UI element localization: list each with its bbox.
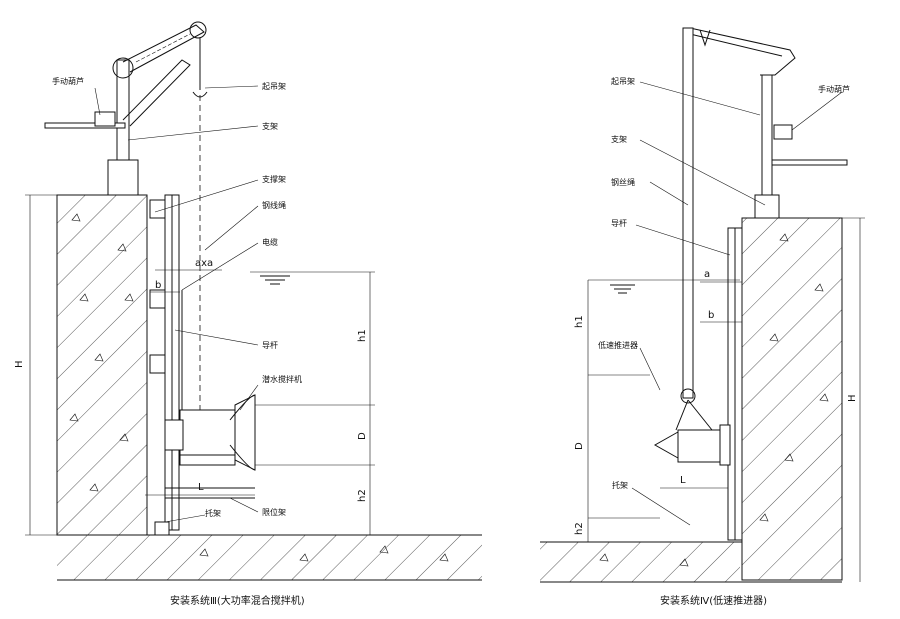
left-dimensions <box>25 194 375 536</box>
right-label-support: 支架 <box>611 134 627 144</box>
right-support-post <box>761 74 773 196</box>
left-ground <box>57 535 482 580</box>
right-dim-h2: h2 <box>574 522 585 535</box>
left-aggregate-marks <box>69 213 449 562</box>
left-label-limit-frame: 限位架 <box>262 507 286 517</box>
left-hoist <box>44 122 126 129</box>
right-crane-mast <box>682 27 694 399</box>
right-caption: 安装系统Ⅳ(低速推进器) <box>660 594 767 607</box>
right-crane-arm <box>689 27 796 76</box>
right-support-base <box>754 194 780 219</box>
right-dim-h1: h1 <box>574 315 585 328</box>
right-dim-D: D <box>574 442 585 450</box>
left-dim-H: H <box>14 360 25 368</box>
left-label-bracket: 托架 <box>205 508 221 518</box>
right-dimensions <box>587 217 865 582</box>
left-label-rope: 钢线绳 <box>262 200 286 210</box>
left-label-support: 支架 <box>262 121 278 131</box>
right-drawing: a b h1 D L h2 H 起吊架 手动葫芦 支架 钢丝绳 导杆 低速推进器… <box>540 27 865 607</box>
right-dim-L: L <box>680 475 686 486</box>
left-hook <box>192 38 208 98</box>
right-hoist <box>771 159 848 166</box>
left-water-level <box>250 271 375 285</box>
left-label-guide-rod: 导杆 <box>262 340 278 350</box>
left-wall <box>56 194 148 536</box>
left-drawing: H axa b h1 D h2 L 手动葫芦 起吊架 支架 支撑架 钢线绳 电缆… <box>14 21 482 607</box>
left-dim-axa: axa <box>195 258 213 269</box>
left-support-post <box>116 59 130 161</box>
left-crane-arm <box>122 24 205 73</box>
right-aggregate-marks <box>599 233 829 567</box>
left-mixer <box>164 394 256 471</box>
right-label-crane: 起吊架 <box>611 77 635 86</box>
left-label-brace: 支撑架 <box>262 174 286 184</box>
right-ground <box>540 542 740 582</box>
left-dim-h2: h2 <box>357 489 368 502</box>
left-label-crane: 起吊架 <box>262 82 286 91</box>
right-leaders <box>631 81 843 526</box>
right-label-propeller: 低速推进器 <box>598 340 638 350</box>
left-leaders <box>94 85 259 523</box>
left-label-mixer: 潜水搅拌机 <box>262 374 302 384</box>
left-caption: 安装系统Ⅲ(大功率混合搅拌机) <box>170 594 305 607</box>
left-dim-D: D <box>357 432 368 440</box>
right-label-hoist: 手动葫芦 <box>818 84 850 94</box>
right-label-bracket: 托架 <box>612 480 628 490</box>
left-dim-L: L <box>198 482 204 493</box>
right-dim-H: H <box>847 394 858 402</box>
left-dim-h1: h1 <box>357 329 368 342</box>
right-dim-b: b <box>708 310 714 321</box>
right-propeller <box>653 399 731 466</box>
left-dim-b: b <box>155 280 161 291</box>
right-water-level <box>588 279 740 294</box>
right-label-guide-rod: 导杆 <box>611 218 627 228</box>
left-support-base <box>107 159 139 196</box>
left-label-hoist: 手动葫芦 <box>52 76 84 86</box>
right-label-rope: 钢丝绳 <box>611 177 635 187</box>
left-label-cable: 电缆 <box>262 237 278 247</box>
right-dim-a: a <box>704 269 710 280</box>
right-wall <box>741 217 843 581</box>
